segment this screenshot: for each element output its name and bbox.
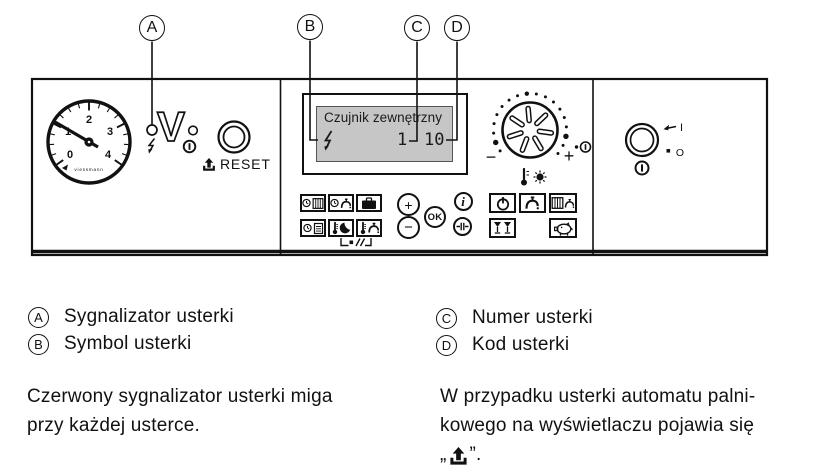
fault-indicator-led [146,124,158,136]
knob-petals [506,105,555,153]
party-mode-button[interactable] [489,218,516,238]
power-circle-icon [182,139,197,154]
timer-heating-button[interactable] [300,194,326,212]
dhw-only-button[interactable] [519,193,546,213]
plus-button[interactable]: + [397,193,420,216]
piggy-bank-icon [553,221,573,236]
switch-off-mark: O [666,147,684,159]
reduced-temp-button[interactable] [328,219,354,237]
legend-label-b: Symbol usterki [64,333,192,354]
legend-letter-d: D [436,334,457,356]
legend-label-a: Sygnalizator usterki [64,306,234,327]
fault-symbol-icon [323,130,333,151]
legend-letter-b: B [28,333,49,355]
note-right-line-2: kowego na wyświetlaczu pojawia się [440,415,755,436]
switch-off-label: O [676,147,684,159]
rotary-knob[interactable] [492,91,569,159]
display-window: Czujnik zewnętrzny 1 10 [302,93,468,175]
power-icon [496,196,509,210]
lightning-icon [147,138,156,154]
note-right: W przypadku usterki automatu palni- kowe… [440,382,828,469]
quote-close: ”. [469,444,482,465]
reset-button[interactable] [217,120,251,154]
switch-on-mark: I [663,122,683,134]
radiator-tap-icon [551,196,575,210]
gauge-tick-4: 4 [105,149,112,161]
ok-button[interactable]: OK [424,206,446,228]
callout-c: C [404,15,430,41]
legend-label-d: Kod usterki [472,334,570,355]
note-right-line-1: W przypadku usterki automatu palni- [440,386,756,407]
tap-icon [525,196,540,210]
operation-led [187,125,199,136]
unlock-arrow-icon [203,158,215,171]
callout-d: D [444,15,470,41]
service-icon [456,222,468,230]
legend-label-c: Numer usterki [472,307,593,328]
viessmann-logo: V [156,102,199,151]
thermometer-moon-icon [331,221,350,235]
fault-number-value: 1 [397,130,408,150]
display-message: Czujnik zewnętrzny [324,110,443,125]
unlock-arrow-icon [450,447,467,465]
gauge-min-marker [62,164,68,171]
clock-radiator-icon [302,197,324,209]
reset-text: RESET [220,156,271,172]
gauge-tick-0: 0 [67,149,73,161]
note-left-line-2: przy każdej usterce. [27,415,200,436]
legend-item-c: C Numer usterki [436,307,593,329]
gauge-hub-dot [87,140,91,144]
switch-on-label: I [680,122,683,134]
note-left: Czerwony sygnalizator usterki miga przy … [27,382,417,440]
pressure-gauge: 0 1 2 3 4 viessmann [46,99,132,185]
knob-dots [492,91,569,155]
clock-tap-icon [330,197,352,209]
legend-letter-c: C [436,307,457,329]
minus-button[interactable]: − [397,215,420,239]
info-button[interactable]: i [453,192,473,211]
heating-dhw-button[interactable] [549,193,577,213]
callout-b: B [297,14,323,40]
reset-label: RESET [203,156,271,172]
service-button[interactable] [452,216,472,236]
gauge-tick-3: 3 [107,126,113,138]
gauge-tick-2: 2 [86,114,92,126]
legend-letter-a: A [28,306,49,328]
gauge-tick-1: 1 [65,126,71,138]
gauge-ticks [49,102,129,166]
thermometer-tap-icon [359,221,380,235]
timer-dhw-button[interactable] [328,194,354,212]
quote-open: „ [440,444,447,465]
thermometer-sun-icon [521,167,547,186]
clock-calendar-icon [302,222,323,234]
knob-power-mark [574,141,592,153]
vacation-button[interactable] [356,194,382,212]
lcd-display: Czujnik zewnętrzny 1 10 [316,106,453,162]
gauge-brand: viessmann [74,167,103,172]
legend-item-a: A Sygnalizator usterki [28,306,234,328]
legend-item-d: D Kod usterki [436,334,569,356]
economy-mode-button[interactable] [549,218,577,238]
main-switch-button[interactable] [624,122,660,158]
time-date-button[interactable] [300,219,326,237]
note-left-line-1: Czerwony sygnalizator usterki miga [27,386,333,407]
fault-code-value: 10 [424,130,445,150]
note-right-line-3: „ ”. [440,440,828,469]
temp-buttons-bracket [340,238,372,247]
knob-minus-label: − [486,147,497,167]
dhw-temp-button[interactable] [356,219,382,237]
legend-item-b: B Symbol usterki [28,333,191,355]
standby-button[interactable] [489,193,516,213]
wine-glasses-icon [493,222,511,234]
power-circle-icon-switch [634,160,650,176]
suitcase-icon [362,196,376,209]
callout-a: A [139,15,165,41]
logo-letter: V [157,103,185,150]
knob-plus-label: + [564,146,575,166]
